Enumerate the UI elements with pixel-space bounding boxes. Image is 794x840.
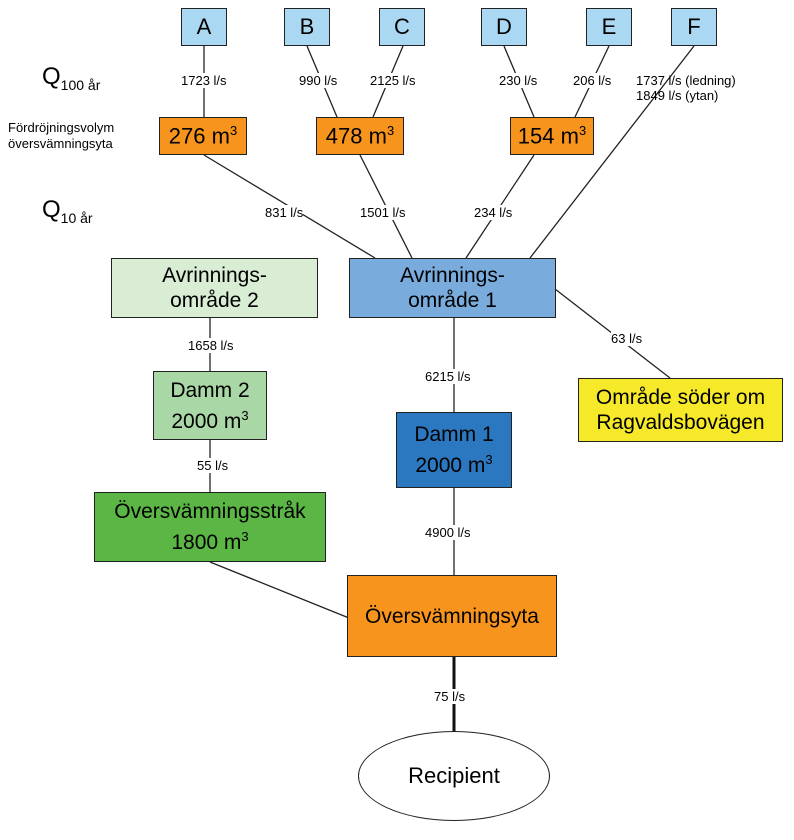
flow-r3: 234 l/s	[474, 205, 513, 220]
source-f: F	[671, 8, 717, 46]
flow-r1: 831 l/s	[265, 205, 304, 220]
flow-damm1-yta: 4900 l/s	[425, 525, 471, 540]
oversvamningsyta: Översvämningsyta	[347, 575, 557, 657]
source-e: E	[586, 8, 632, 46]
flow-a1-south: 63 l/s	[611, 331, 643, 346]
q100-label: Q100 år	[42, 63, 101, 93]
source-b: B	[284, 8, 330, 46]
flow-a: 1723 l/s	[181, 73, 227, 88]
flow-a1-damm1: 6215 l/s	[425, 369, 471, 384]
flow-b: 990 l/s	[299, 73, 338, 88]
recipient: Recipient	[358, 731, 550, 821]
avrinningsomrade-1: Avrinnings-område 1	[349, 258, 556, 318]
flow-damm2-strak: 55 l/s	[197, 458, 229, 473]
retention-box-1: 276 m3	[159, 117, 247, 155]
flow-yta-recipient: 75 l/s	[434, 689, 466, 704]
flow-f: 1737 l/s (ledning) 1849 l/s (ytan)	[636, 73, 736, 103]
flow-c: 2125 l/s	[370, 73, 416, 88]
flow-d: 230 l/s	[499, 73, 538, 88]
retention-volume-label: Fördröjningsvolym översvämningsyta	[8, 120, 115, 151]
source-c: C	[379, 8, 425, 46]
source-a: A	[181, 8, 227, 46]
source-d: D	[481, 8, 527, 46]
flow-e: 206 l/s	[573, 73, 612, 88]
flow-a2-damm2: 1658 l/s	[188, 338, 234, 353]
retention-box-3: 154 m3	[510, 117, 594, 155]
flow-r2: 1501 l/s	[360, 205, 406, 220]
q10-label: Q10 år	[42, 196, 93, 226]
retention-box-2: 478 m3	[316, 117, 404, 155]
avrinningsomrade-2: Avrinnings-område 2	[111, 258, 318, 318]
